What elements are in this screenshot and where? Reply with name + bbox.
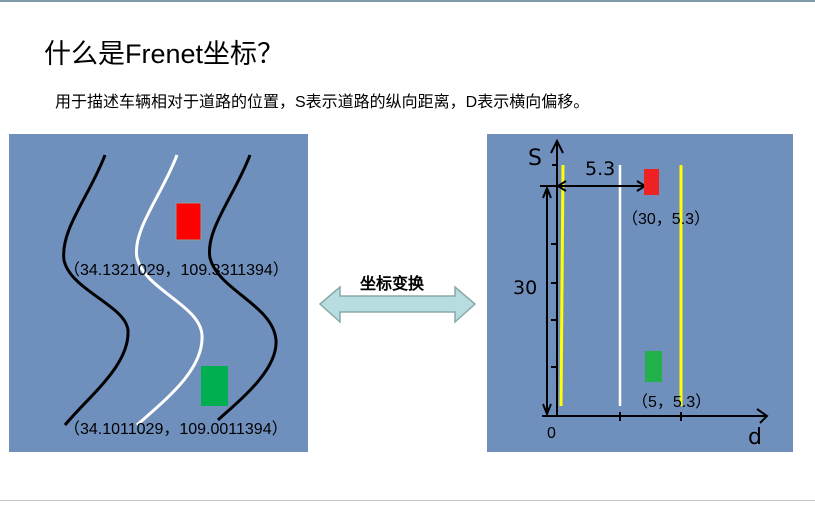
vehicle-green xyxy=(201,366,228,406)
point-top-frenet: （30，5.3） xyxy=(622,211,711,228)
point-bottom-frenet: （5，5.3） xyxy=(632,394,712,411)
slide-subtitle: 用于描述车辆相对于道路的位置，S表示道路的纵向距离，D表示横向偏移。 xyxy=(55,94,590,111)
road-center-line xyxy=(134,154,204,427)
origin-label: 0 xyxy=(547,425,556,442)
point-bottom-cartesian: （34.1011029，109.0011394） xyxy=(64,421,288,438)
road-right-edge xyxy=(207,154,278,422)
point-top-cartesian: （34.1321029，109.3311394） xyxy=(64,262,289,279)
road-left-edge xyxy=(62,154,130,426)
offset-label: 5.3 xyxy=(585,158,616,180)
cartesian-road-panel xyxy=(9,134,308,452)
lane-left-yellow xyxy=(559,164,565,407)
s-axis-label: S xyxy=(528,146,542,171)
vehicle-green xyxy=(645,351,662,382)
obstacle-red xyxy=(175,202,202,241)
distance-label: 30 xyxy=(513,277,538,299)
bottom-border xyxy=(0,500,815,501)
transform-label: 坐标变换 xyxy=(360,274,425,293)
top-border xyxy=(0,0,815,2)
s-axis-arrowhead xyxy=(550,138,564,154)
obstacle-red xyxy=(644,169,659,195)
d-axis-label: d xyxy=(748,425,762,450)
slide-title: 什么是Frenet坐标？ xyxy=(44,39,285,69)
d-axis-arrowhead xyxy=(756,408,769,424)
